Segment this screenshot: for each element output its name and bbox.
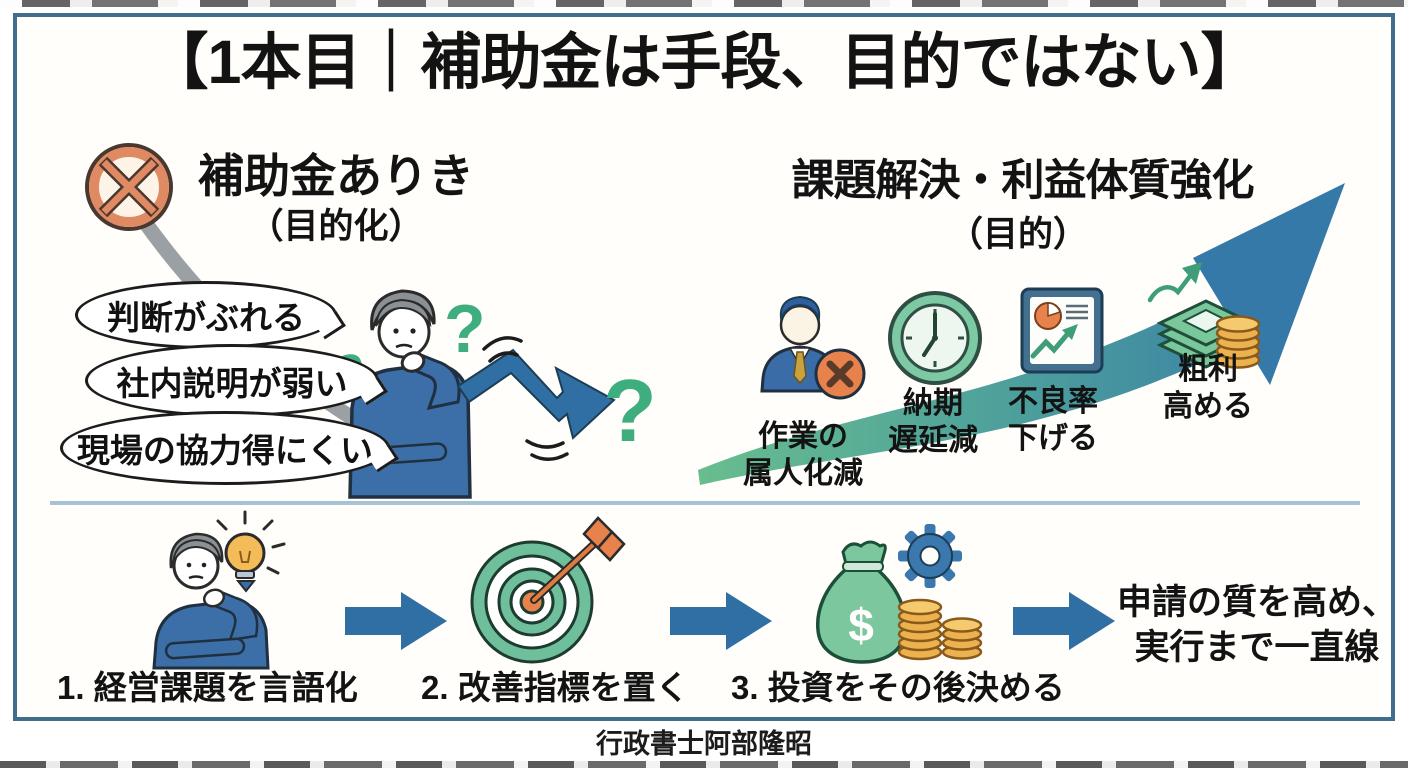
process-step-label: 1. 経営課題を言語化 xyxy=(57,669,358,706)
speech-bubble: 判断がぶれる xyxy=(75,281,337,349)
benefit-line: 不良率 xyxy=(1008,385,1098,418)
top-crop-artifact xyxy=(0,0,1408,7)
process-step-label: 2. 改善指標を置く xyxy=(421,669,689,706)
prohibition-icon xyxy=(85,143,173,231)
target-icon xyxy=(470,516,626,664)
bottom-crop-artifact xyxy=(0,761,1408,768)
chart-board-icon xyxy=(1020,287,1104,374)
benefit-label: 不良率 下げる xyxy=(965,384,1141,457)
worker-x-icon xyxy=(760,295,866,400)
right-heading: 課題解決・利益体質強化 xyxy=(791,157,1255,205)
benefit-line: 属人化減 xyxy=(743,456,863,490)
author-credit: 行政書士阿部隆昭 xyxy=(596,729,812,759)
benefit-line: 下げる xyxy=(1008,421,1098,455)
result-text: 申請の質を高め、 実行まで一直線 xyxy=(1113,581,1401,671)
speech-bubble: 現場の協力得にくい xyxy=(60,411,390,485)
benefit-label: 納期 遅延減 xyxy=(845,386,1021,459)
left-subheading: （目的化） xyxy=(248,207,424,246)
benefit-line: 高める xyxy=(1163,389,1253,423)
growth-arrow xyxy=(698,183,1345,485)
clock-icon xyxy=(888,291,982,385)
speech-bubble: 社内説明が弱い xyxy=(85,344,379,417)
motion-lines-icon xyxy=(482,336,569,461)
cash-coins-icon xyxy=(1147,262,1261,369)
benefit-line: 納期 xyxy=(903,387,963,420)
step-arrow-icon xyxy=(670,592,772,650)
dollar-glyph: $ xyxy=(848,599,874,651)
left-heading: 補助金ありき xyxy=(198,150,474,202)
benefit-label: 粗利 高める xyxy=(1120,352,1296,425)
zigzag-arrow-icon xyxy=(456,348,616,440)
page-title: 【1本目｜補助金は手段、目的ではない】 xyxy=(147,28,1262,96)
right-subheading: （目的） xyxy=(947,215,1088,254)
benefit-line: 粗利 xyxy=(1178,353,1238,386)
gear-icon xyxy=(898,524,962,588)
benefit-label: 作業の 属人化減 xyxy=(715,419,891,492)
benefit-line: 遅延減 xyxy=(888,423,978,457)
money-bag-icon: $ xyxy=(815,524,983,664)
result-line: 実行まで一直線 xyxy=(1134,627,1380,667)
benefit-line: 作業の xyxy=(758,420,848,453)
question-mark-icon: ? xyxy=(603,361,657,460)
result-line: 申請の質を高め、 xyxy=(1116,583,1397,622)
step-arrow-icon xyxy=(1013,592,1115,650)
question-mark-icon: ? xyxy=(444,291,486,367)
idea-person-icon xyxy=(152,510,286,670)
process-step-label: 3. 投資をその後決める xyxy=(731,669,1065,706)
section-divider xyxy=(50,501,1360,505)
step-arrow-icon xyxy=(345,592,447,650)
